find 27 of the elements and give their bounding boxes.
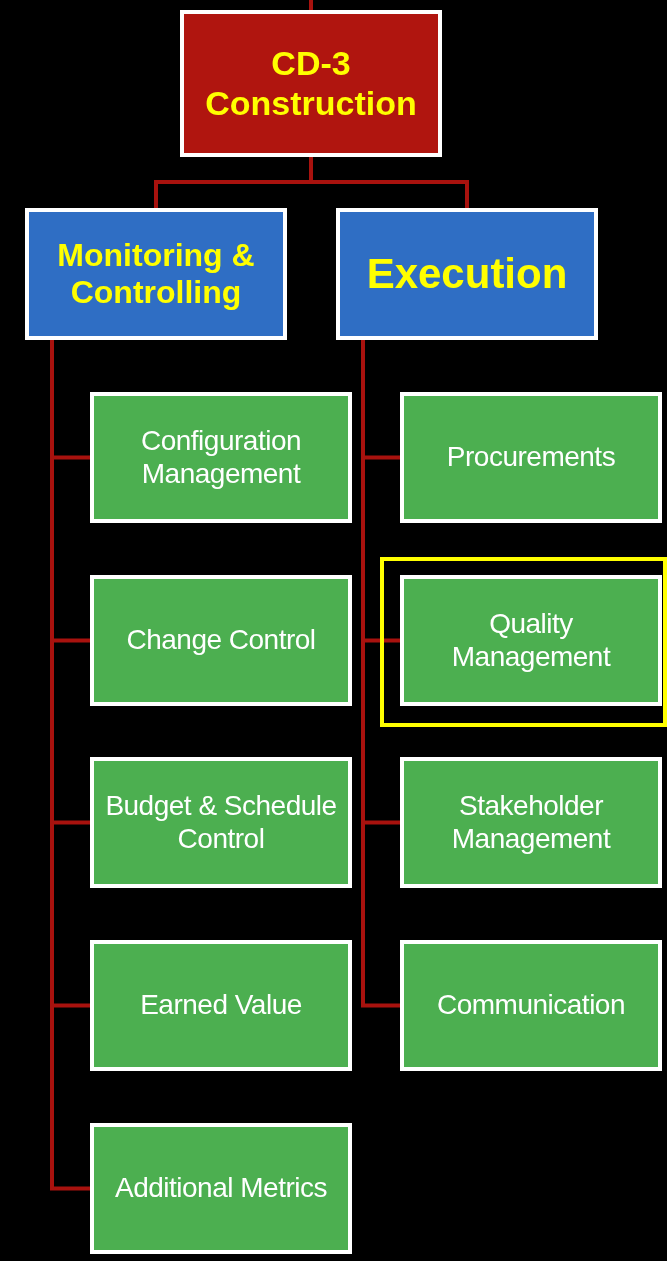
box-label: Configuration Management	[139, 425, 303, 490]
process-box	[400, 940, 662, 1071]
connector-line	[309, 157, 469, 208]
box-label: Stakeholder Management	[450, 790, 612, 855]
box-label: Change Control	[125, 624, 317, 657]
phase-box	[180, 10, 442, 157]
box-label: Earned Value	[139, 989, 303, 1022]
box-label: Quality Management	[450, 608, 612, 673]
process-box	[90, 940, 352, 1071]
process-box	[400, 575, 662, 706]
box-label: Budget & Schedule Control	[104, 790, 338, 855]
box-label: Procurements	[445, 441, 617, 474]
box-label: Monitoring & Controlling	[56, 237, 256, 311]
process-box	[90, 1123, 352, 1254]
process-group-box	[336, 208, 598, 340]
box-label: Execution	[365, 249, 569, 299]
connector-line	[309, 0, 313, 10]
process-box	[90, 575, 352, 706]
process-box	[400, 392, 662, 523]
process-box	[400, 757, 662, 888]
process-box	[90, 757, 352, 888]
process-box	[90, 392, 352, 523]
highlight-frame	[380, 557, 667, 727]
box-label: CD-3 Construction	[204, 44, 418, 123]
box-label: Communication	[436, 989, 626, 1022]
process-group-box	[25, 208, 287, 340]
box-label: Additional Metrics	[114, 1172, 328, 1205]
